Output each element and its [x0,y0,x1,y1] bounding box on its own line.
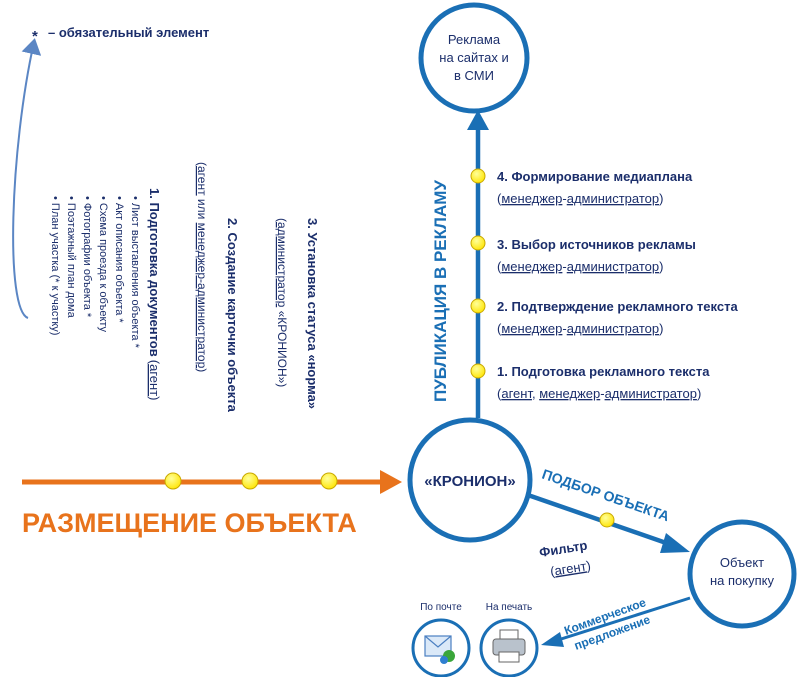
publication-label: ПУБЛИКАЦИЯ В РЕКЛАМУ [431,180,450,402]
ad-step-2: 2. Подтверждение рекламного текста (мене… [497,299,738,336]
object-node-line-1: Объект [720,555,764,570]
object-node-line-2: на покупку [710,573,774,588]
ad-dot-2 [470,298,486,314]
publication-arrowhead [467,110,489,130]
svg-text:1. Подготовка рекламного текст: 1. Подготовка рекламного текста [497,364,710,379]
document-list-item: • План участка (* к участку) [49,196,61,335]
filter-dot [599,512,615,528]
ads-node-line-3: в СМИ [454,68,494,83]
ad-step-3: 3. Выбор источников рекламы (менеджер-ад… [497,237,696,274]
placement-dot-1 [164,472,182,490]
selection-arrow [524,491,673,548]
by-mail-label: По почте [420,602,462,613]
svg-text:2. Создание карточки объекта: 2. Создание карточки объекта [225,218,240,413]
filter-label: Фильтр [538,538,588,560]
ads-node-line-1: Реклама [448,32,501,47]
legend-marker: * [32,28,38,45]
svg-text:1. Подготовка документов(агент: 1. Подготовка документов(агент) [147,188,162,401]
offer-arrow [557,596,691,642]
svg-text:(менеджер-администратор): (менеджер-администратор) [497,321,663,336]
to-print-label: На печать [486,602,533,613]
ad-step-4: 4. Формирование медиаплана (менеджер-адм… [497,169,693,206]
document-list-item: • Лист выставления объекта * [129,196,141,349]
document-list-item: • Фотографии объекта * [81,196,93,318]
ads-node [418,2,530,114]
svg-text:4. Формирование медиаплана: 4. Формирование медиаплана [497,169,693,184]
document-list: • Лист выставления объекта * • Акт описан… [49,196,141,349]
placement-dot-2 [241,472,259,490]
hub-node [407,417,533,543]
svg-text:(агент, менеджер-администратор: (агент, менеджер-администратор) [497,386,701,401]
svg-text:(администратор «КРОНИОН»): (администратор «КРОНИОН») [275,218,289,387]
placement-step-3: 3. Установка статуса «норма» (администра… [275,218,320,409]
svg-text:3. Установка статуса «норма»: 3. Установка статуса «норма» [305,218,320,409]
ads-node-line-2: на сайтах и [439,50,508,65]
ad-dot-4 [470,168,486,184]
ad-step-1: 1. Подготовка рекламного текста (агент, … [497,364,710,401]
hub-node-label: «КРОНИОН» [424,473,515,490]
ad-dot-3 [470,235,486,251]
placement-step-1: 1. Подготовка документов(агент) • Лист в… [49,188,162,401]
legend-arrow [12,38,42,319]
placement-step-2: 2. Создание карточки объекта (агент или … [195,162,240,413]
ad-dot-1 [470,363,486,379]
selection-arrowhead [660,533,690,553]
svg-text:2. Подтверждение рекламного те: 2. Подтверждение рекламного текста [497,299,738,314]
filter-role: (агент) [549,558,592,579]
svg-text:(менеджер-администратор): (менеджер-администратор) [497,259,663,274]
object-node [687,519,797,629]
offer-arrowhead [541,632,564,647]
legend-text: – обязательный элемент [48,25,209,40]
svg-text:(менеджер-администратор): (менеджер-администратор) [497,191,663,206]
document-list-item: • Схема проезда к объекту [97,196,109,333]
document-list-item: • Поэтажный план дома [65,196,77,319]
svg-text:3. Выбор источников рекламы: 3. Выбор источников рекламы [497,237,696,252]
mail-icon[interactable] [411,618,471,678]
placement-arrowhead [380,470,402,494]
document-list-item: • Акт описания объекта * [113,196,125,323]
printer-icon[interactable] [479,618,539,678]
placement-dot-3 [320,472,338,490]
svg-text:(агент или менеджер-администра: (агент или менеджер-администратор) [195,162,209,372]
placement-label: РАЗМЕЩЕНИЕ ОБЪЕКТА [22,508,357,538]
